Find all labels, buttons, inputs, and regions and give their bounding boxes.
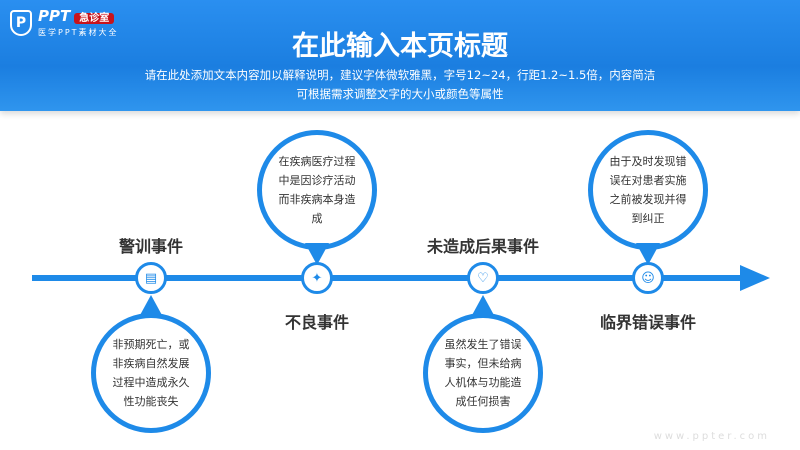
timeline-arrow-icon: [740, 265, 770, 291]
document-search-icon: ▤: [135, 262, 167, 294]
bubble-pointer: [636, 243, 660, 265]
bubble-pointer: [139, 295, 163, 317]
event-description: 非预期死亡，或非疾病自然发展过程中造成永久性功能丧失: [112, 338, 190, 408]
page-subtitle: 请在此处添加文本内容加以解释说明，建议字体微软雅黑，字号12~24，行距1.2~…: [0, 66, 800, 104]
event-description-bubble: 虽然发生了错误事实，但未给病人机体与功能造成任何损害: [423, 313, 543, 433]
watermark: www.ppter.com: [653, 431, 770, 442]
bubble-pointer: [305, 243, 329, 265]
dna-icon: ✦: [301, 262, 333, 294]
event-description: 由于及时发现错误在对患者实施之前被发现并得到纠正: [609, 155, 687, 225]
event-description-bubble: 在疾病医疗过程中是因诊疗活动而非疾病本身造成: [257, 130, 377, 250]
event-label: 警训事件: [118, 237, 183, 256]
event-description-bubble: 由于及时发现错误在对患者实施之前被发现并得到纠正: [588, 130, 708, 250]
subtitle-line-1: 请在此处添加文本内容加以解释说明，建议字体微软雅黑，字号12~24，行距1.2~…: [144, 68, 656, 82]
timeline-line: [32, 275, 754, 281]
subtitle-line-2: 可根据需求调整文字的大小或颜色等属性: [296, 87, 504, 101]
event-label: 未造成后果事件: [426, 237, 539, 256]
event-description: 在疾病医疗过程中是因诊疗活动而非疾病本身造成: [278, 155, 356, 225]
event-description: 虽然发生了错误事实，但未给病人机体与功能造成任何损害: [444, 338, 522, 408]
page-title: 在此输入本页标题: [292, 31, 508, 62]
event-description-bubble: 非预期死亡，或非疾病自然发展过程中造成永久性功能丧失: [91, 313, 211, 433]
logo-brand: PPT: [38, 7, 71, 25]
logo-tagline: 医学PPT素材大全: [38, 28, 119, 37]
event-label: 临界错误事件: [599, 313, 696, 332]
bubble-pointer: [471, 295, 495, 317]
shield-logo-icon: P: [10, 10, 32, 36]
doctor-icon: ☺: [632, 262, 664, 294]
logo-badge: 急诊室: [74, 13, 115, 24]
heartbeat-icon: ♡: [467, 262, 499, 294]
event-label: 不良事件: [284, 313, 349, 332]
